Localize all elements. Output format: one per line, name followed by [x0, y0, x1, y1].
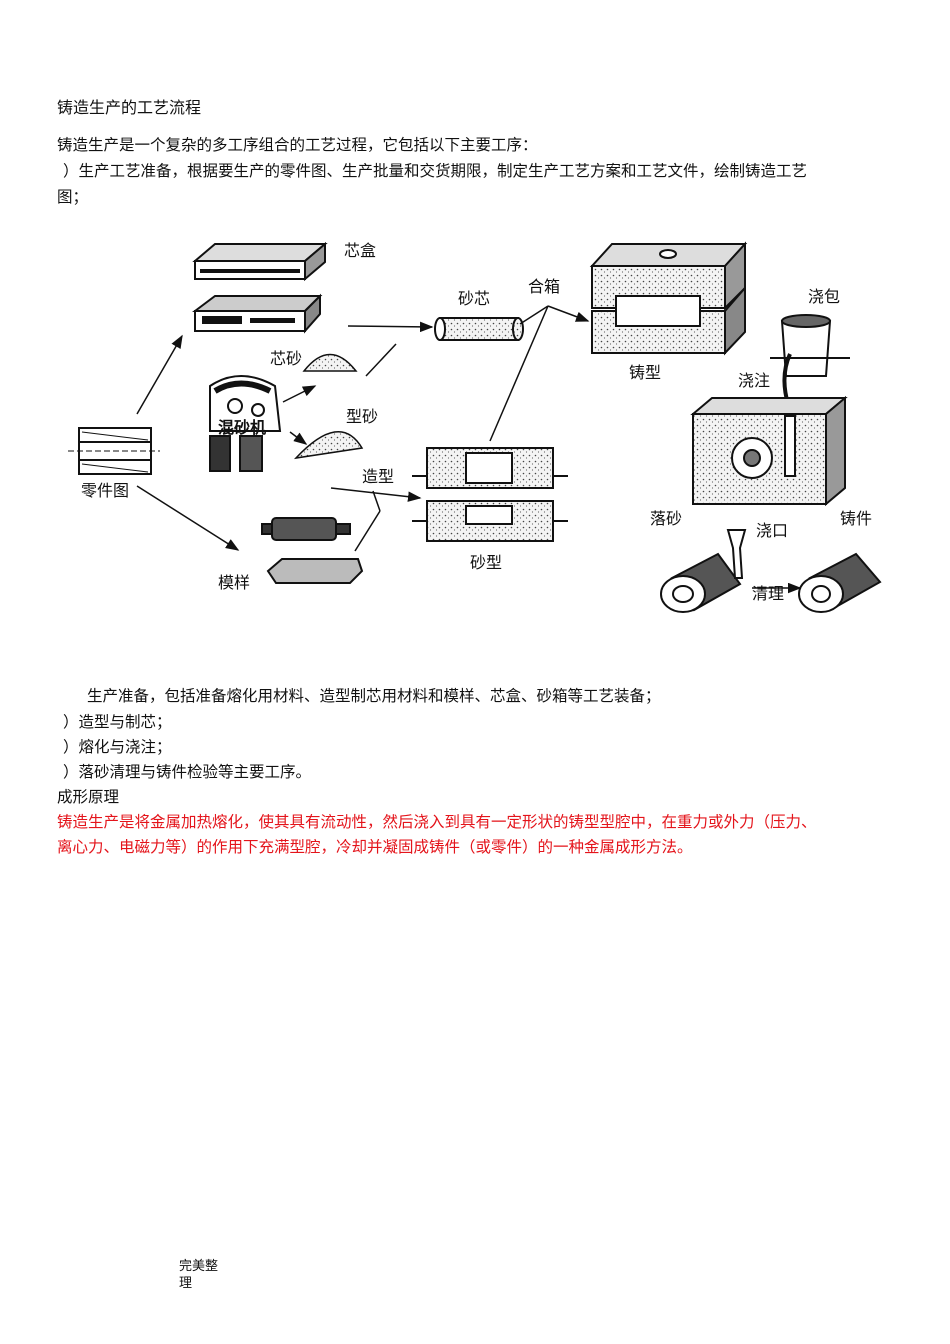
- mixer-label: 混砂机: [218, 418, 266, 437]
- cutaway-mold-illustration: [690, 395, 848, 507]
- page-heading: 铸造生产的工艺流程: [57, 98, 202, 117]
- principle-line-1: 铸造生产是将金属加热熔化，使其具有流动性，然后浇入到具有一定形状的铸型型腔中，在…: [57, 813, 817, 831]
- step-2: 生产准备，包括准备熔化用材料、造型制芯用材料和模样、芯盒、砂箱等工艺装备；: [87, 687, 661, 705]
- principle-line-2: 离心力、电磁力等）的作用下充满型腔，冷却并凝固成铸件（或零件）的一种金属成形方法…: [57, 838, 693, 856]
- molding-sand-pile: [293, 431, 364, 460]
- finished-casting-illustration: [798, 552, 882, 613]
- ladle-illustration: [770, 314, 850, 405]
- pouring-label: 浇注: [738, 371, 770, 390]
- closing-label: 合箱: [528, 277, 560, 296]
- assembled-mold-illustration: [589, 241, 748, 356]
- step-1-line-2: 图；: [57, 188, 89, 206]
- flow-arrows: [136, 305, 802, 594]
- casting-process-diagram: 芯盒 芯砂 砂芯 混砂机 型砂 零件图 模样: [68, 241, 882, 613]
- principle-heading: 成形原理: [57, 788, 120, 806]
- core-box-illustration: [192, 241, 328, 334]
- pattern-illustration: [261, 517, 364, 584]
- gate-label: 浇口: [756, 521, 788, 540]
- raw-casting-illustration: [660, 529, 747, 613]
- molding-label: 造型: [362, 467, 394, 486]
- shakeout-label: 落砂: [650, 509, 682, 528]
- sand-mold-illustration: [412, 447, 568, 542]
- step-4: ）熔化与浇注；: [63, 738, 172, 756]
- mold-label: 铸型: [629, 363, 661, 382]
- step-3: ）造型与制芯；: [63, 713, 172, 731]
- pattern-label: 模样: [218, 573, 250, 592]
- part-drawing-label: 零件图: [81, 481, 129, 500]
- sand-mixer-illustration: [209, 375, 282, 472]
- core-sand-pile: [302, 353, 358, 372]
- step-1-line-1: ）生产工艺准备，根据要生产的零件图、生产批量和交货期限，制定生产工艺方案和工艺文…: [63, 162, 808, 180]
- part-drawing-illustration: [68, 427, 160, 475]
- sand-mold-label: 砂型: [470, 553, 502, 572]
- footer-note: 完美整理: [179, 1259, 219, 1291]
- sand-core-label: 砂芯: [458, 289, 490, 308]
- ladle-label: 浇包: [808, 287, 840, 306]
- casting-label: 铸件: [840, 509, 872, 528]
- molding-sand-label: 型砂: [346, 407, 378, 426]
- core-sand-label: 芯砂: [270, 349, 302, 368]
- core-box-label: 芯盒: [344, 241, 376, 260]
- intro-paragraph: 铸造生产是一个复杂的多工序组合的工艺过程，它包括以下主要工序：: [57, 136, 538, 154]
- step-5: ）落砂清理与铸件检验等主要工序。: [63, 763, 312, 781]
- sand-core-illustration: [434, 317, 524, 341]
- cleaning-label: 清理: [752, 584, 784, 603]
